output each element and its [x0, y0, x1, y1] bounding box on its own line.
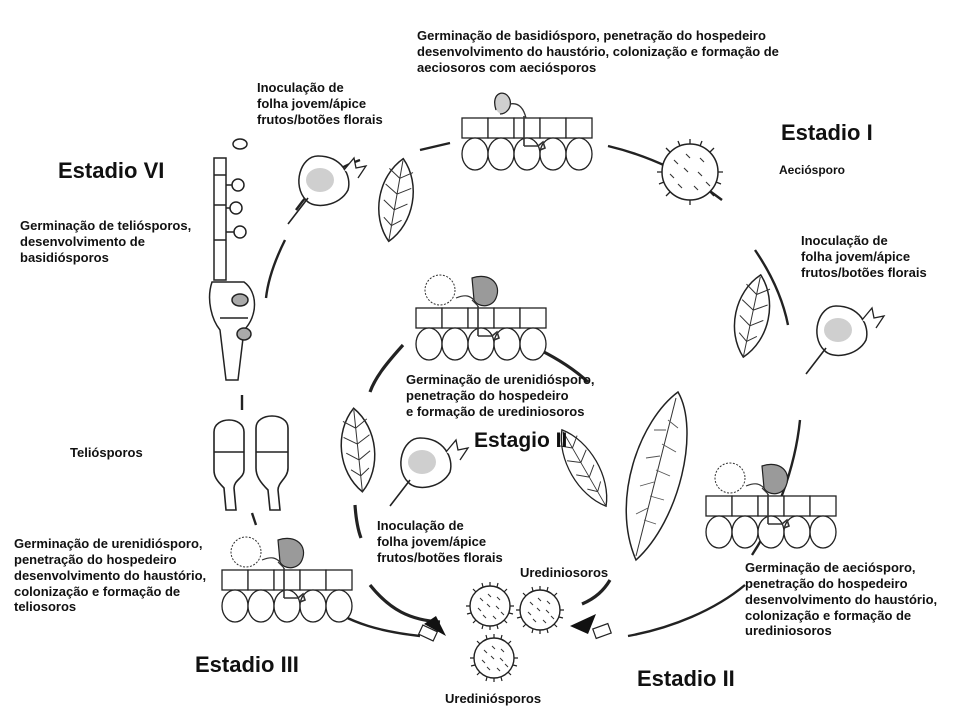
center-leaf — [336, 405, 380, 495]
urediniosporos-label: Urediniósporos — [445, 691, 542, 706]
estadio-i-label: Estadio I — [781, 120, 873, 145]
germinacao-teliosporos-label: Germinação de teliósporos, desenvolvimen… — [20, 218, 192, 265]
estadio-ii-label: Estadio II — [637, 666, 735, 691]
cycle-arrows — [417, 614, 612, 642]
center-germination-label: Germinação de urenidiósporo, penetração … — [406, 372, 595, 419]
aeciosporo-label: Aeciósporo — [779, 163, 846, 177]
top-bud — [287, 155, 367, 225]
right-inoculation-label: Inoculação de folha jovem/ápice frutos/b… — [801, 233, 927, 280]
urediniospore-cluster — [465, 581, 565, 683]
bottom-left-telium — [222, 537, 352, 622]
right-bud — [805, 305, 885, 375]
estadio-vi-label: Estadio VI — [58, 158, 165, 183]
bottom-right-germination-label: Germinação de aeciósporo, penetração do … — [745, 560, 938, 639]
teliosporos-label: Teliósporos — [70, 445, 143, 460]
teliospores — [213, 415, 289, 511]
long-infected-leaf — [625, 390, 688, 562]
estadio-iii-label: Estadio III — [195, 652, 299, 677]
top-germination-label: Germinação de basidiósporo, penetração d… — [417, 28, 779, 75]
urediniosoros-label: Urediniosoros — [520, 565, 609, 580]
aeciospore-cell — [657, 139, 723, 205]
center-bud — [389, 437, 469, 507]
right-leaf — [726, 270, 778, 362]
right-uredinium — [706, 463, 836, 548]
top-leaf — [371, 155, 421, 245]
estagio-ii-label: Estagio II — [474, 429, 568, 452]
center-inoculation-label: Inoculação de folha jovem/ápice frutos/b… — [377, 518, 503, 565]
top-aeciosorus — [461, 92, 593, 171]
center-uredinium — [416, 275, 546, 360]
basidium — [208, 138, 256, 381]
bottom-left-germination-label: Germinação de urenidiósporo, penetração … — [14, 536, 207, 615]
top-inoculation-label: Inoculação de folha jovem/ápice frutos/b… — [257, 80, 383, 127]
